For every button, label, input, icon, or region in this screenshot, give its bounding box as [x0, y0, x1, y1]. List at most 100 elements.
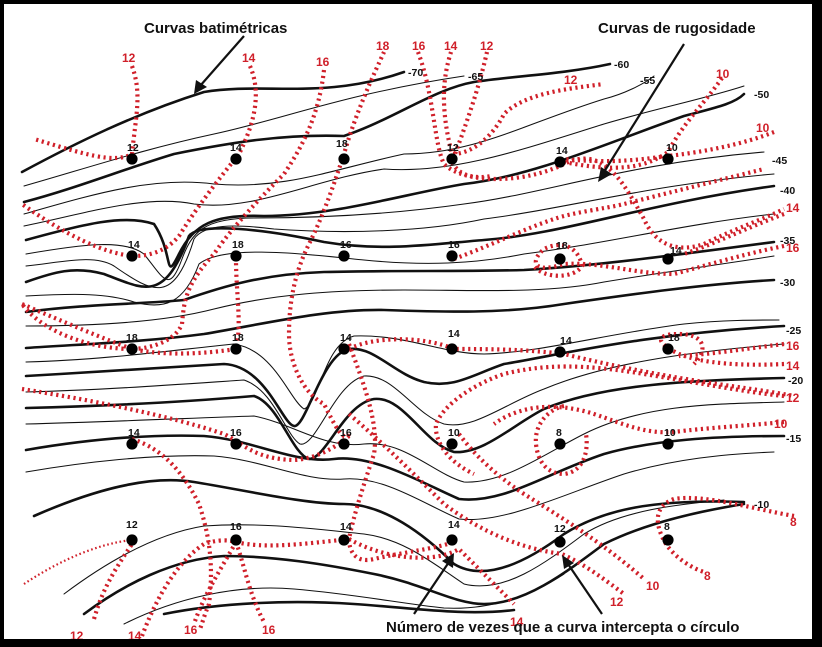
svg-text:12: 12 — [126, 519, 138, 531]
annotation-text: Curvas batimétricas Curvas de rugosidade… — [144, 20, 756, 636]
roughness-curve-8-b — [655, 495, 795, 575]
roughness-label: 12 — [122, 51, 136, 65]
roughness-curve-16-d — [453, 166, 765, 261]
roughness-label: 10 — [774, 417, 788, 431]
depth-label: -30 — [780, 277, 795, 289]
annotation-arrows — [194, 35, 685, 615]
roughness-curve-16-a — [20, 69, 327, 352]
sample-point: 14 — [446, 519, 460, 546]
roughness-label: 14 — [444, 39, 458, 53]
roughness-curve-18-b — [21, 258, 241, 356]
roughness-curve-12-d — [347, 412, 626, 596]
roughness-label: 8 — [704, 569, 711, 583]
sample-point: 14 — [338, 332, 352, 355]
roughness-label: 10 — [716, 67, 730, 81]
bathymetric-curve-60 — [22, 62, 612, 204]
bathymetric-curve-70 — [20, 70, 406, 174]
roughness-curve-14-c — [683, 212, 785, 256]
depth-label: -25 — [786, 325, 801, 337]
arrow-intercept-right-head — [562, 555, 574, 569]
bathymetric-curve-03 — [123, 573, 565, 625]
svg-text:18: 18 — [232, 332, 244, 344]
depth-label: -70 — [408, 67, 423, 79]
svg-text:8: 8 — [664, 521, 670, 533]
roughness-curve-16-e — [678, 341, 785, 359]
bathymetric-curve-50 — [24, 92, 746, 268]
bathymetric-curve-57 — [23, 75, 655, 215]
depth-label: -15 — [786, 433, 801, 445]
bathymetric-curve-01 — [162, 600, 516, 616]
svg-text:18: 18 — [126, 332, 138, 344]
roughness-diagram: 12 14 18 12 14 10 14 18 16 16 18 14 18 1… — [20, 20, 803, 639]
roughness-curve-10-c — [492, 404, 785, 435]
bathymetric-curve-45 — [25, 173, 775, 289]
roughness-label: 12 — [610, 595, 624, 609]
depth-label: -10 — [754, 499, 769, 511]
roughness-label: 16 — [316, 55, 330, 69]
roughness-curve-14-h — [235, 536, 350, 548]
roughness-curve-8-a — [533, 403, 589, 477]
arrow-roughness-head — [598, 167, 612, 182]
sample-point: 12 — [126, 142, 139, 165]
depth-label: -40 — [780, 185, 795, 197]
sample-point: 10 — [446, 427, 460, 450]
annotation-intercept: Número de vezes que a curva intercepta o… — [386, 619, 739, 636]
roughness-label: 12 — [564, 73, 578, 87]
arrow-bathymetric-line — [199, 35, 245, 87]
svg-text:14: 14 — [560, 335, 572, 347]
roughness-curve-16-f — [346, 343, 455, 563]
roughness-label: 18 — [376, 39, 390, 53]
sample-point: 18 — [230, 239, 244, 262]
roughness-curve-10-a — [563, 76, 724, 170]
bathymetric-curve-18 — [25, 401, 785, 483]
bathymetric-curve-28 — [25, 319, 780, 410]
svg-text:10: 10 — [448, 427, 460, 439]
sample-point: 14 — [230, 142, 242, 165]
svg-text:16: 16 — [340, 239, 352, 251]
svg-text:14: 14 — [230, 142, 242, 154]
svg-text:18: 18 — [232, 239, 244, 251]
bathymetric-curve-55 — [23, 85, 745, 227]
sample-point: 12 — [126, 519, 138, 546]
bathymetric-curve-30 — [24, 278, 776, 350]
sample-point: 16 — [230, 427, 242, 450]
depth-labels: -70 -65 -60 -55 -50 -45 -40 -35 -30 -25 … — [408, 59, 803, 511]
roughness-curve-12-f — [23, 538, 133, 585]
svg-text:12: 12 — [554, 523, 566, 535]
roughness-label: 16 — [262, 623, 276, 637]
bathymetric-curve-08 — [63, 499, 725, 595]
svg-text:14: 14 — [670, 245, 682, 257]
svg-text:14: 14 — [556, 145, 568, 157]
roughness-label: 14 — [510, 615, 524, 629]
sample-point: 14 — [338, 521, 352, 546]
roughness-curve-16-h — [192, 540, 238, 625]
svg-text:14: 14 — [340, 332, 352, 344]
annotation-roughness: Curvas de rugosidade — [598, 20, 756, 37]
sample-point: 14 — [126, 239, 140, 262]
depth-label: -45 — [772, 155, 787, 167]
roughness-curve-12-a — [33, 65, 140, 161]
svg-text:16: 16 — [340, 427, 352, 439]
roughness-label: 14 — [242, 51, 256, 65]
roughness-label: 16 — [412, 39, 426, 53]
roughness-curve-16-c — [532, 242, 785, 278]
bathymetric-curve-05 — [82, 502, 746, 616]
roughness-label: 14 — [786, 201, 800, 215]
roughness-curve-14-b — [441, 51, 605, 157]
sample-point: 12 — [446, 142, 459, 165]
sample-points: 12 14 18 12 14 10 14 18 16 16 18 14 18 1… — [126, 138, 682, 548]
roughness-curve-14-i — [140, 538, 237, 637]
roughness-curve-12-c — [433, 364, 785, 476]
bathymetric-curve-12 — [25, 451, 775, 521]
roughness-label: 16 — [786, 241, 800, 255]
bathymetric-curves — [20, 62, 786, 625]
roughness-label: 8 — [790, 515, 797, 529]
roughness-label: 12 — [70, 629, 84, 639]
svg-text:18: 18 — [336, 138, 348, 150]
bathymetric-curve-15 — [24, 434, 786, 501]
bathymetric-curve-38 — [25, 213, 775, 306]
depth-label: -50 — [754, 89, 769, 101]
sample-point: 16 — [230, 521, 242, 546]
arrow-intercept-right-line — [567, 563, 603, 615]
roughness-curve-14-e — [658, 331, 785, 367]
